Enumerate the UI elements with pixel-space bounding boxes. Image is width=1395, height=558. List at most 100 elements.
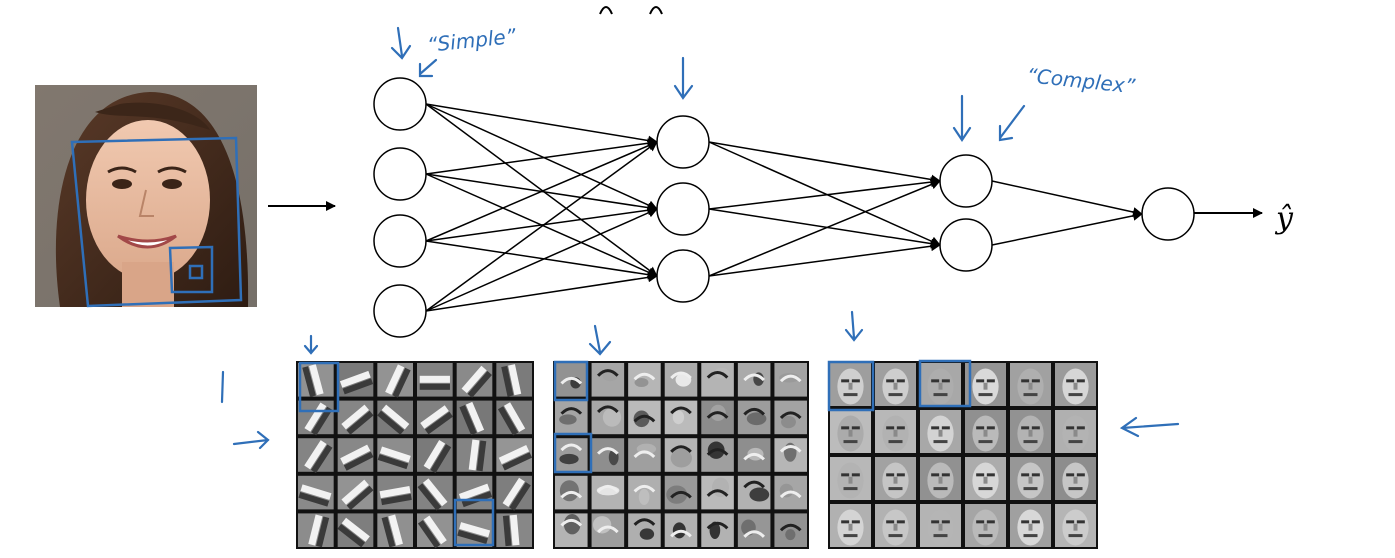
neuron-node [373,147,427,201]
feature-tile [337,438,374,472]
feature-tile [737,363,771,397]
feature-tile [628,438,661,472]
feature-tile [456,363,493,398]
feature-tile [664,400,698,435]
down-arrow-icon [390,26,412,60]
feature-tile [496,438,533,472]
feature-tile [774,363,807,397]
feature-tile [298,438,334,474]
feature-tile [1010,457,1051,500]
feature-tile [417,400,453,435]
neuron-node [656,115,710,169]
feature-tile [1010,363,1051,406]
feature-tile [1055,504,1096,547]
neuron-node [373,214,427,268]
feature-tile [774,438,807,472]
feature-tile [377,363,413,398]
feature-tile [965,504,1006,547]
panel-background [296,361,534,549]
feature-tile [965,410,1006,453]
feature-tile [337,363,374,397]
feature-tile [555,438,588,472]
down-arrow-icon [588,324,612,356]
feature-tile [664,438,698,472]
feature-tile [377,438,413,472]
down-arrow-icon [844,310,864,342]
feature-tile [830,363,871,406]
feature-tile [701,400,734,435]
connection-edge [991,210,1143,246]
feature-tile [664,475,698,510]
feature-tile [591,513,625,547]
connection-edge [708,241,941,277]
feature-tile [774,475,807,510]
neuron-node [1141,187,1195,241]
feature-tile [591,475,625,510]
connection-edge [708,141,941,185]
feature-tile [496,513,532,547]
feature-tile [965,457,1006,500]
connection-edge [425,103,658,146]
part-feature-highlight [553,360,589,402]
feature-tile [555,400,588,435]
feature-tile [875,363,916,406]
face-part-features-panel [553,361,809,549]
feature-tile [496,400,532,436]
feature-tile [417,475,453,511]
feature-tile [456,438,493,472]
feature-tile [1055,410,1096,453]
diagonal-arrow-icon [998,104,1026,142]
feature-tile [701,475,734,510]
feature-tile [774,400,807,435]
edge-features-panel [296,361,534,549]
connection-edge [425,240,658,280]
face-feature-highlight [827,360,875,412]
connection-edge [425,138,658,175]
feature-tile [496,475,532,511]
feature-tile [1010,410,1051,453]
feature-tile [337,475,374,511]
feature-tile [591,363,625,397]
title-fragment [560,0,760,15]
face-annotation-boxes [70,136,243,308]
connection-edge [425,103,658,277]
neuron-node [656,182,710,236]
connection-edge [425,140,658,242]
part-feature-highlight [553,432,593,474]
feature-tile [456,400,493,436]
hand-mark-stroke [220,370,225,404]
feature-tile [920,410,961,453]
annotation-simple: “Simple” [426,24,518,57]
feature-tile [875,457,916,500]
feature-tile [496,363,532,397]
connection-edge [708,208,941,249]
right-arrow-icon [232,430,270,450]
feature-tile [1055,363,1096,406]
feature-tile [628,363,661,397]
connection-edge [708,179,941,277]
feature-tile [774,513,807,547]
feature-tile [628,400,661,435]
feature-tile [701,513,734,547]
feature-tile [737,400,771,435]
feature-tile [1010,504,1051,547]
whole-face-box [70,136,243,308]
feature-tile [456,513,493,547]
feature-tile [920,504,961,547]
feature-tile [337,513,374,548]
connection-edge [425,205,658,242]
neuron-node [373,77,427,131]
neuron-node [373,284,427,338]
feature-tile [628,475,661,510]
feature-tile [830,457,871,500]
feature-tile [830,410,871,453]
network-connections [425,103,1143,312]
feature-tile [555,475,588,510]
down-arrow-icon [303,334,319,355]
feature-tile [298,363,334,397]
feature-tile [377,400,413,435]
neuron-node [939,218,993,272]
feature-tile [920,363,961,406]
feature-tile [830,504,871,547]
